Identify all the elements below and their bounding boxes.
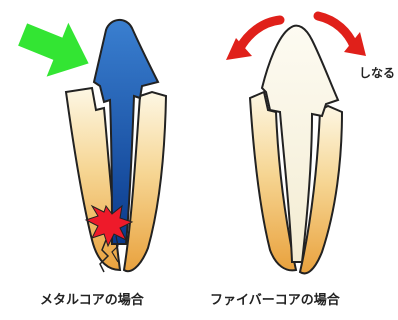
fiber-core-tooth <box>250 26 342 274</box>
flex-arrow-right-icon <box>318 16 354 46</box>
fiber-core-caption: ファイバーコアの場合 <box>210 289 340 308</box>
flex-arrow-left-icon <box>240 20 280 48</box>
force-arrow-icon <box>11 9 99 90</box>
flex-side-label: しなる <box>359 64 398 81</box>
metal-core-caption: メタルコアの場合 <box>40 289 144 308</box>
